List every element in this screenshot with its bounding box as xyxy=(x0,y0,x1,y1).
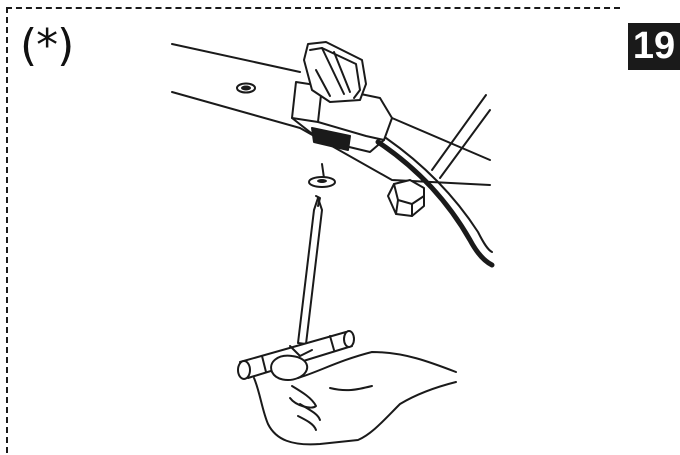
background-strut xyxy=(431,94,491,179)
step-number-badge: 19 xyxy=(628,23,680,70)
dashed-frame-top xyxy=(6,7,620,9)
cable xyxy=(375,137,495,268)
hand xyxy=(253,351,457,446)
frame-tube xyxy=(171,43,491,186)
adjustment-knob xyxy=(303,41,367,103)
dashed-frame-left xyxy=(6,7,8,453)
hex-nut xyxy=(387,179,425,217)
clamp-bracket xyxy=(291,81,393,153)
screw-and-washer xyxy=(308,163,336,188)
note-asterisk-marker: (*) xyxy=(20,20,74,71)
t-handle-driver xyxy=(237,195,355,380)
